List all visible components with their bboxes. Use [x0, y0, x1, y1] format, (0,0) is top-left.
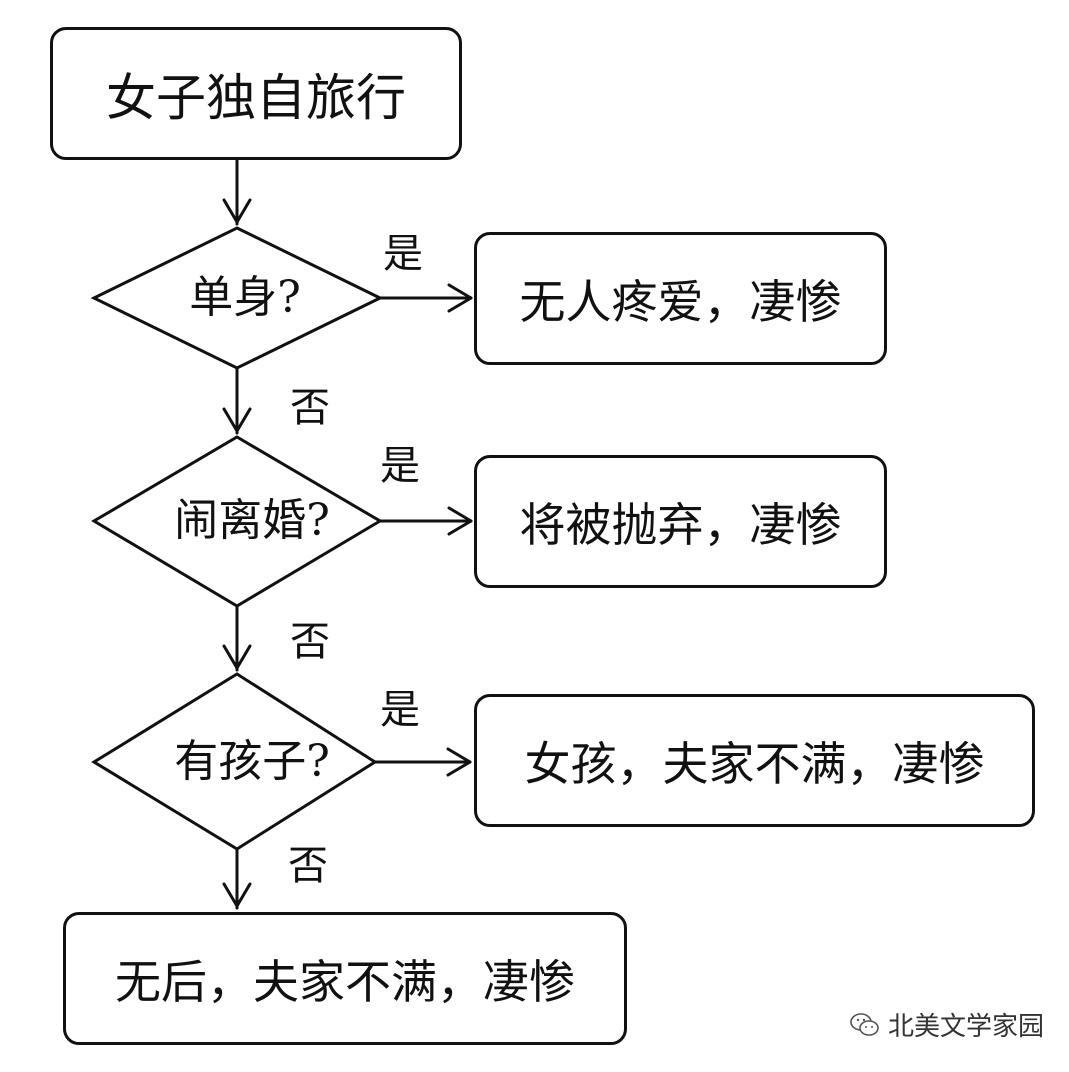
arrowhead [222, 407, 252, 433]
arrowhead [447, 506, 473, 536]
wechat-icon [850, 1012, 879, 1036]
arrowhead [447, 283, 473, 313]
no-label-divorce: 否 [290, 619, 330, 665]
result-box-divorce: 将被抛弃，凄惨 [474, 455, 887, 588]
start-box: 女子独自旅行 [50, 27, 462, 160]
yes-label-divorce: 是 [380, 443, 420, 489]
watermark: 北美文学家园 [850, 1006, 1044, 1043]
arrowhead [222, 644, 252, 670]
arrowhead [446, 747, 472, 777]
yes-label-children: 是 [380, 687, 420, 733]
result-text-children: 女孩，夫家不满，凄惨 [524, 736, 985, 791]
end-box: 无后，夫家不满，凄惨 [63, 912, 627, 1045]
yes-label-single: 是 [383, 231, 423, 277]
no-label-single: 否 [290, 385, 330, 431]
arrowhead [222, 198, 252, 224]
decision-text-single: 单身? [189, 272, 301, 323]
decision-text-children: 有孩子? [174, 736, 330, 787]
arrowhead [222, 882, 252, 908]
result-box-children: 女孩，夫家不满，凄惨 [474, 694, 1035, 827]
end-text: 无后，夫家不满，凄惨 [115, 954, 575, 1009]
watermark-text: 北美文学家园 [888, 1012, 1045, 1042]
no-label-children: 否 [288, 843, 328, 889]
result-text-single: 无人疼爱，凄惨 [519, 274, 842, 329]
decision-text-divorce: 闹离婚? [174, 495, 330, 546]
start-text: 女子独自旅行 [106, 68, 406, 127]
result-box-single: 无人疼爱，凄惨 [474, 232, 887, 365]
result-text-divorce: 将被抛弃，凄惨 [519, 497, 842, 552]
